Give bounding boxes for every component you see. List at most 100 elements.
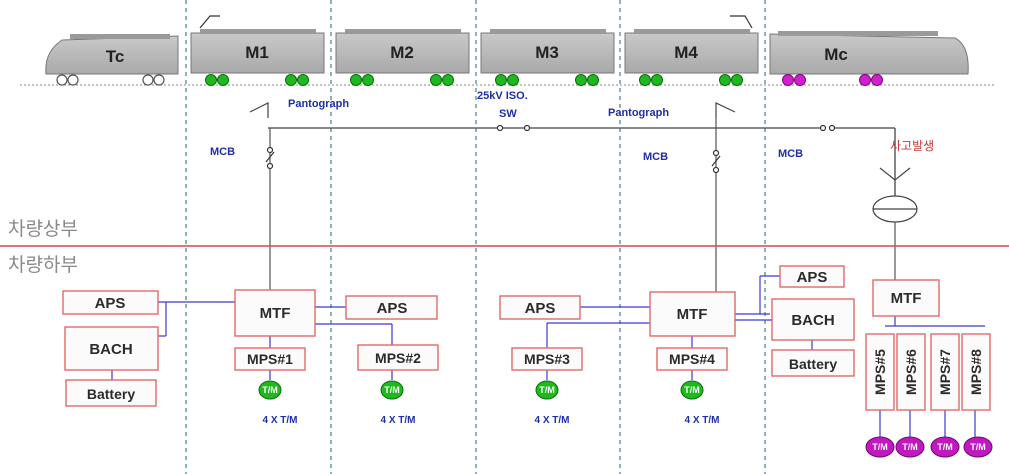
train: Tc M1 M2	[20, 15, 995, 86]
traction-motor-icon-1	[258, 380, 282, 400]
car-mc-roof	[778, 31, 938, 36]
mtf-label-mc: MTF	[891, 290, 922, 307]
pantograph-label-left: Pantograph	[288, 98, 349, 110]
car-m2-wheels	[350, 74, 454, 86]
mps-box-1	[234, 347, 306, 371]
traction-motor-group-mc: T/M T/M T/M T/M	[865, 436, 993, 458]
bach-box-left	[64, 326, 159, 371]
car-label-m2: M2	[390, 43, 414, 62]
mps-box-6	[896, 333, 926, 411]
pantograph-icon-left	[249, 102, 269, 118]
car-m4-body	[624, 32, 759, 74]
bach-label-right: BACH	[791, 312, 834, 329]
aps-box-3	[499, 295, 581, 320]
traction-motor-icon-8	[963, 436, 993, 458]
battery-box-right	[771, 349, 855, 377]
traction-motor-icon-7	[930, 436, 960, 458]
traction-motor-icon-3	[535, 380, 559, 400]
car-label-m1: M1	[245, 43, 269, 62]
battery-box-left	[65, 379, 157, 407]
car-label-tc: Tc	[106, 47, 125, 66]
traction-motor-symbol-4: T/M	[684, 385, 700, 395]
mps-label-5: MPS#5	[872, 349, 888, 395]
bach-box-right	[771, 298, 855, 341]
blue-wiring	[111, 275, 985, 440]
pantograph-icon-m1	[199, 15, 220, 29]
mps-label-3: MPS#3	[524, 351, 570, 367]
mps-box-7	[930, 333, 960, 411]
car-mc-body	[769, 33, 969, 75]
car-m1-body	[190, 32, 325, 74]
traction-motor-symbol-6: T/M	[902, 442, 918, 452]
car-label-m3: M3	[535, 43, 559, 62]
traction-motor-caption-1: 4 X T/M	[262, 415, 297, 426]
car-tc-roof	[70, 34, 170, 39]
mps-label-4: MPS#4	[669, 351, 715, 367]
traction-motor-caption-4: 4 X T/M	[684, 415, 719, 426]
car-m3-body	[480, 32, 615, 74]
traction-motor-icon-5	[865, 436, 895, 458]
car-m3: M3	[480, 29, 615, 86]
mtf-box-4	[649, 291, 736, 337]
car-mc: Mc	[769, 31, 969, 86]
traction-motor-symbol-7: T/M	[937, 442, 953, 452]
mps-label-6: MPS#6	[903, 349, 919, 395]
traction-motor-symbol-8: T/M	[970, 442, 986, 452]
mcb-icon-1	[265, 146, 275, 170]
pantograph-icon-m4	[730, 15, 753, 29]
traction-motor-symbol-5: T/M	[872, 442, 888, 452]
car-tc-body	[45, 35, 179, 75]
zone-label-upper: 차량상부	[8, 218, 78, 240]
mcb-icon-2	[711, 149, 721, 174]
traction-motor-group-3: T/M 4 X T/M	[534, 380, 570, 426]
car-boundary-guides	[185, 0, 766, 474]
traction-motor-icon-4	[680, 380, 704, 400]
mps-label-7: MPS#7	[937, 349, 953, 395]
traction-motor-group-2: T/M 4 X T/M	[380, 380, 416, 426]
car-m4: M4	[624, 29, 759, 86]
high-voltage-section: Pantograph Pantograph 25kV ISO. SW MCB M…	[210, 90, 934, 292]
car-m1-wheels	[205, 74, 309, 86]
car-m2: M2	[335, 29, 470, 86]
aps-label-left: APS	[95, 295, 126, 312]
mtf-box-mc	[872, 279, 940, 317]
mps-label-1: MPS#1	[247, 351, 293, 367]
mtf-label-4: MTF	[677, 306, 708, 323]
mps-box-8	[961, 333, 991, 411]
mtf-box-1	[234, 289, 316, 337]
mps-box-3	[511, 347, 583, 371]
pantograph-icon-right	[715, 102, 736, 118]
iso-sw-label-line1: 25kV ISO.	[477, 90, 528, 102]
traction-motor-group-4: T/M 4 X T/M	[680, 380, 720, 426]
iso-sw-label-line2: SW	[499, 108, 517, 120]
mps-label-8: MPS#8	[968, 349, 984, 395]
traction-motor-caption-3: 4 X T/M	[534, 415, 569, 426]
aps-label-3: APS	[525, 300, 556, 317]
mtf-label-1: MTF	[260, 305, 291, 322]
mps-label-2: MPS#2	[375, 350, 421, 366]
accident-label: 사고발생	[890, 139, 934, 153]
aps-label-right: APS	[797, 269, 828, 286]
zone-label-lower: 차량하부	[8, 254, 78, 276]
car-m2-body	[335, 32, 470, 74]
car-mc-wheels	[782, 74, 883, 86]
underfloor-equipment: APS BACH Battery MTF MPS#1 APS MPS#2 APS…	[62, 265, 993, 458]
traction-motor-symbol-2: T/M	[384, 385, 400, 395]
battery-label-left: Battery	[87, 386, 135, 402]
car-m3-wheels	[495, 74, 599, 86]
car-m1: M1	[190, 29, 325, 86]
battery-label-right: Battery	[789, 356, 837, 372]
mcb-label-3: MCB	[778, 148, 803, 160]
traction-motor-group-1: T/M 4 X T/M	[258, 380, 298, 426]
mcb-label-1: MCB	[210, 146, 235, 158]
traction-motor-symbol-1: T/M	[262, 385, 278, 395]
car-m4-wheels	[639, 74, 743, 86]
mcb-label-2: MCB	[643, 151, 668, 163]
aps-box-right	[779, 265, 845, 288]
car-label-m4: M4	[674, 43, 698, 62]
mps-box-4	[656, 347, 728, 371]
bach-label-left: BACH	[89, 341, 132, 358]
traction-motor-symbol-3: T/M	[539, 385, 555, 395]
car-m2-roof	[345, 29, 461, 34]
